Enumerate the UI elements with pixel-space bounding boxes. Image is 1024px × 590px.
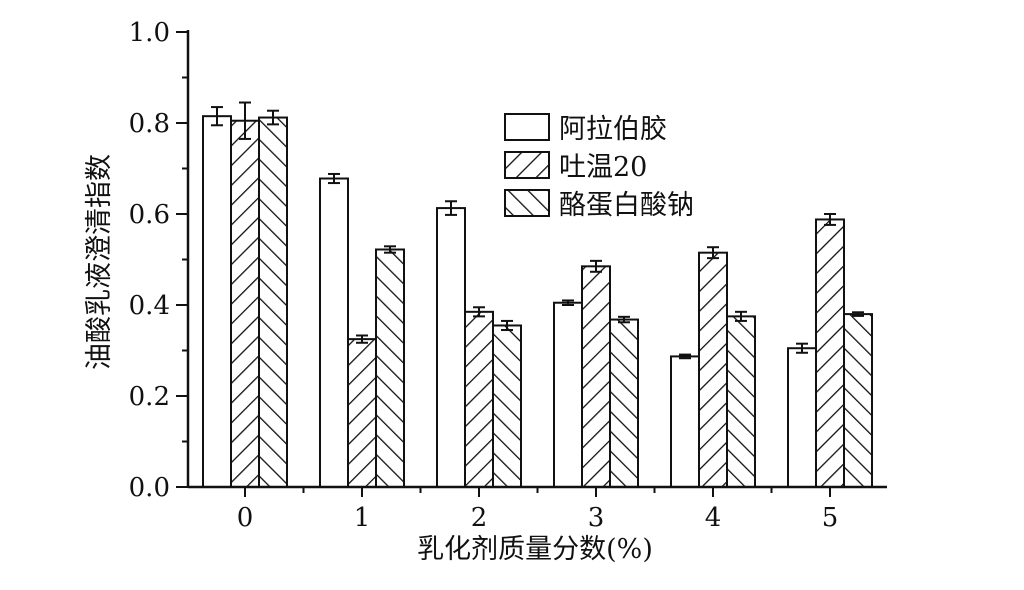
error-bar-3-2: [501, 319, 513, 332]
error-bar-1-3: [562, 299, 574, 306]
y-tick-label: 0.0: [129, 473, 170, 503]
error-bar-1-1: [328, 172, 340, 185]
bar-2-1: [347, 338, 377, 488]
bar-3-3: [609, 318, 639, 488]
bar-2-4: [698, 251, 728, 488]
legend-item-2: 吐温20: [504, 151, 647, 183]
bar-3-4: [726, 315, 756, 488]
x-tick-label-1: 1: [354, 503, 371, 533]
bar-1-1: [319, 177, 349, 488]
legend-label: 酪蛋白酸钠: [559, 190, 694, 221]
bar-3-5: [843, 313, 873, 488]
legend-label: 吐温20: [559, 152, 647, 183]
legend-swatch: [504, 113, 550, 141]
x-axis-title: 乳化剂质量分数(%): [417, 534, 653, 565]
bar-2-0: [230, 119, 260, 488]
error-bar-3-0: [267, 109, 279, 126]
bar-1-4: [670, 355, 700, 489]
error-bar-1-4: [679, 353, 691, 360]
error-bar-2-4: [707, 246, 719, 260]
y-tick-label: 0.4: [129, 291, 170, 321]
bar-3-0: [258, 116, 288, 488]
error-bar-1-5: [796, 342, 808, 354]
y-tick-label: 0.8: [129, 109, 170, 139]
bar-3-1: [375, 248, 405, 488]
bar-1-0: [202, 115, 232, 489]
error-bar-1-2: [445, 200, 457, 216]
y-tick-label: 0.2: [129, 382, 170, 412]
bar-2-2: [464, 310, 494, 489]
legend-label: 阿拉伯胶: [559, 114, 667, 145]
y-tick-label: 0.6: [129, 200, 170, 230]
bar-2-5: [815, 218, 845, 489]
error-bar-2-3: [590, 259, 602, 273]
legend-item-1: 阿拉伯胶: [504, 113, 667, 145]
error-bar-2-2: [473, 306, 485, 318]
bar-1-2: [436, 207, 466, 489]
x-tick-label-2: 2: [471, 503, 488, 533]
bar-2-3: [581, 265, 611, 489]
y-tick-label: 1.0: [129, 18, 170, 48]
error-bar-1-0: [211, 106, 223, 127]
bar-3-2: [492, 324, 522, 488]
axes: 0.0 0.2 0.4 0.6 0.8 1.0 0 1 2 3 4 5: [129, 18, 887, 533]
bar-1-3: [553, 301, 583, 488]
legend-item-3: 酪蛋白酸钠: [504, 189, 694, 221]
x-tick-label-5: 5: [822, 503, 839, 533]
error-bar-3-5: [852, 311, 864, 317]
error-bars: [211, 101, 864, 360]
x-tick-label-4: 4: [705, 503, 722, 533]
error-bar-2-1: [356, 334, 368, 344]
error-bar-2-5: [824, 213, 836, 226]
error-bar-3-3: [618, 315, 630, 324]
error-bar-3-1: [384, 245, 396, 254]
legend-swatch: [504, 189, 550, 217]
error-bar-2-0: [239, 101, 251, 140]
legend-swatch: [504, 151, 550, 179]
x-tick-label-0: 0: [237, 503, 254, 533]
x-tick-label-3: 3: [588, 503, 605, 533]
bar-1-5: [787, 347, 817, 488]
y-axis-title: 油酸乳液澄清指数: [84, 154, 115, 370]
error-bar-3-4: [735, 310, 747, 322]
